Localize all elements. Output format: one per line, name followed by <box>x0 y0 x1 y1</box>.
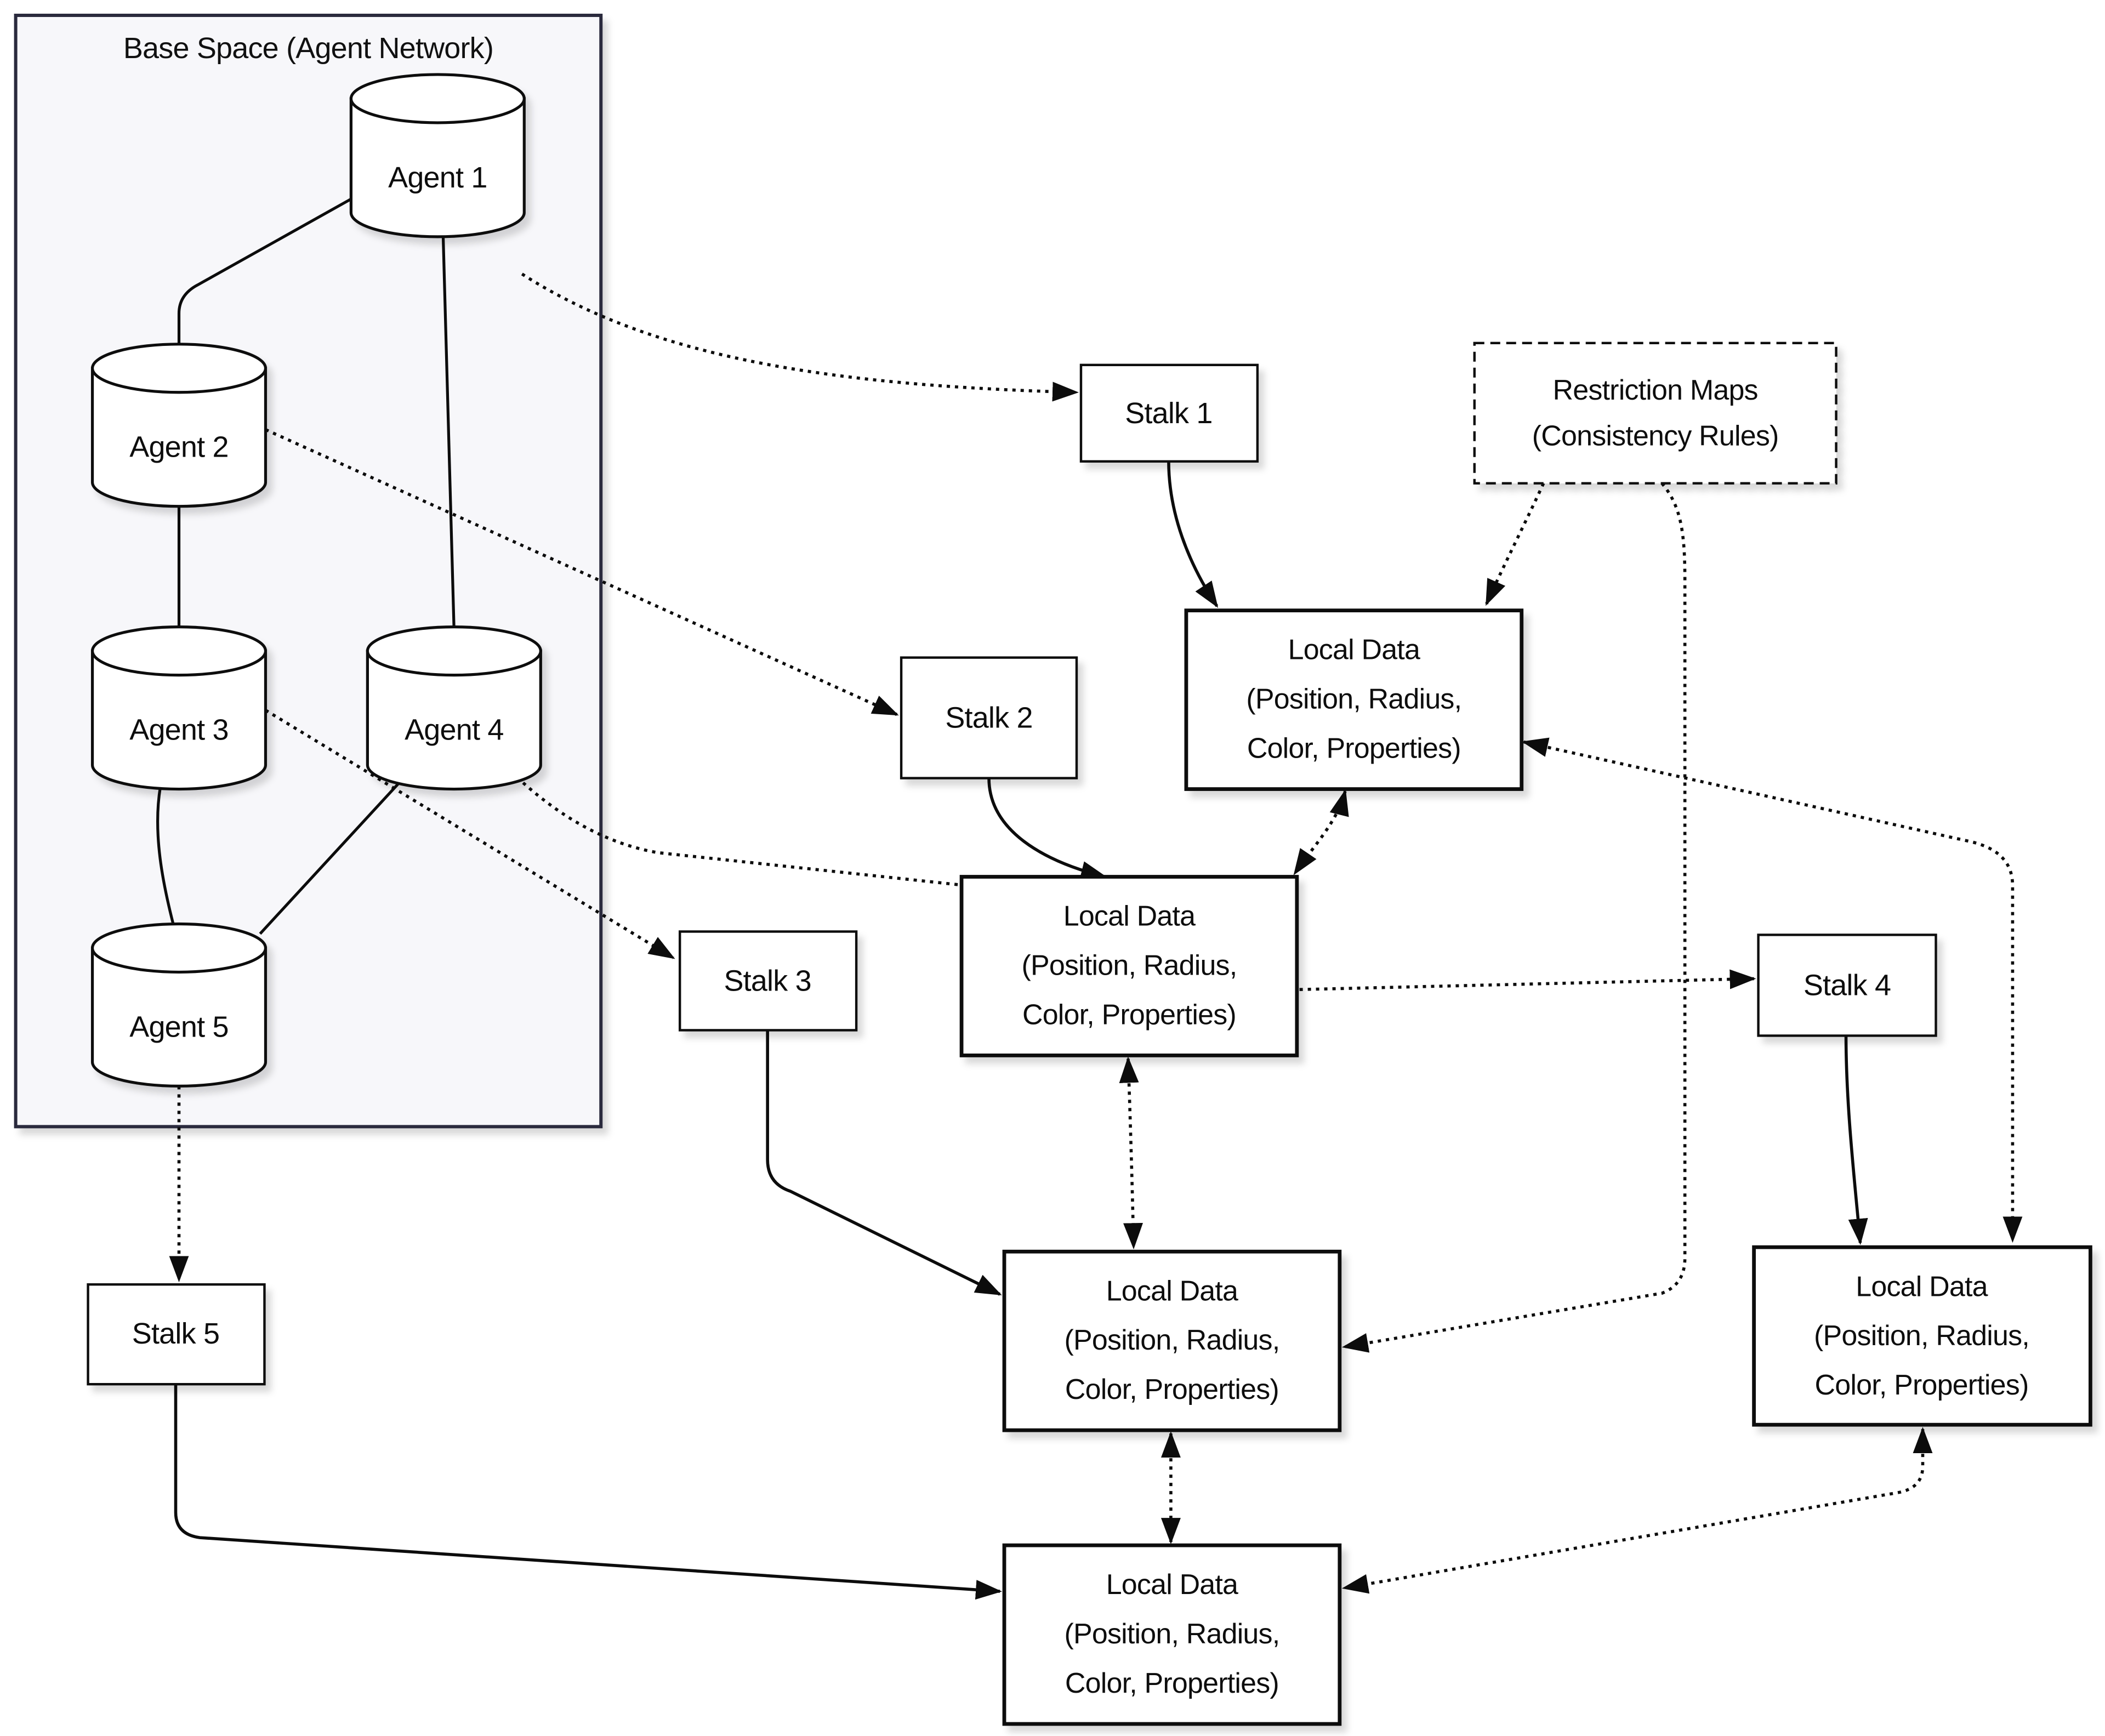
link-localdata4-localdata5 <box>1341 1427 1933 1594</box>
cylinder-shape <box>90 946 268 1088</box>
stalk-4-box <box>1757 934 1937 1037</box>
arrow-stalk3-localdata3 <box>766 1030 1002 1296</box>
local-data-1-box <box>1184 608 1524 791</box>
cylinder-top <box>366 625 542 677</box>
local-data-4-node: Local Data (Position, Radius, Color, Pro… <box>1752 1245 2092 1427</box>
stalk-5-label: Stalk 5 <box>132 1317 219 1350</box>
stalk-2-box <box>900 656 1078 779</box>
cylinder-shape <box>90 367 268 508</box>
stalk-3-label: Stalk 3 <box>724 964 811 997</box>
local-data-5-node: Local Data (Position, Radius, Color, Pro… <box>1002 1543 1342 1726</box>
cylinder-top <box>90 625 268 677</box>
stalk-3-node: Stalk 3 <box>679 930 858 1032</box>
cylinder-top <box>90 343 268 394</box>
arrow-agent1-stalk1 <box>521 272 1079 402</box>
local-data-4-box <box>1752 1245 2092 1427</box>
stalk-1-box <box>1079 363 1259 463</box>
stalk-1-label: Stalk 1 <box>1125 397 1212 430</box>
arrow-stalk2-localdata2 <box>987 778 1107 881</box>
local-data-5-line2: (Position, Radius, <box>1064 1618 1279 1650</box>
local-data-1-line2: (Position, Radius, <box>1246 684 1461 715</box>
arrow-restrictionmaps-localdata3 <box>1341 482 1687 1353</box>
local-data-2-line3: Color, Properties) <box>1022 999 1236 1031</box>
restriction-maps-box <box>1473 341 1837 485</box>
arrow-stalk1-localdata1 <box>1167 461 1219 608</box>
local-data-3-box <box>1002 1249 1342 1432</box>
cylinder-top <box>90 922 268 974</box>
local-data-1-node: Local Data (Position, Radius, Color, Pro… <box>1184 608 1524 791</box>
agent-5-node: Agent 5 <box>90 922 268 1088</box>
local-data-2-line2: (Position, Radius, <box>1022 949 1237 981</box>
edge-agent3-agent5 <box>156 787 177 930</box>
restriction-maps-line2: (Consistency Rules) <box>1532 420 1779 452</box>
stalk-4-node: Stalk 4 <box>1757 934 1937 1037</box>
stalk-2-label: Stalk 2 <box>945 702 1032 735</box>
agent-3-label: Agent 3 <box>129 714 228 747</box>
stalk-4-label: Stalk 4 <box>1804 969 1891 1001</box>
local-data-3-node: Local Data (Position, Radius, Color, Pro… <box>1002 1249 1342 1432</box>
local-data-1-line3: Color, Properties) <box>1247 733 1461 765</box>
stalk-5-node: Stalk 5 <box>87 1283 266 1386</box>
agent-1-label: Agent 1 <box>388 161 487 194</box>
edge-agent1-agent4 <box>441 234 456 631</box>
stalk-5-box <box>87 1283 266 1386</box>
restriction-maps-line1: Restriction Maps <box>1553 374 1758 406</box>
agent-5-label: Agent 5 <box>129 1010 228 1043</box>
local-data-2-box <box>959 875 1299 1057</box>
cylinder-shape <box>90 650 268 791</box>
local-data-2-line1: Local Data <box>1063 900 1196 932</box>
agent-4-node: Agent 4 <box>366 625 542 791</box>
edge-layer <box>156 191 2023 1600</box>
local-data-4-line3: Color, Properties) <box>1815 1369 2029 1401</box>
arrow-agent3-stalk3 <box>264 709 675 959</box>
local-data-5-box <box>1002 1543 1342 1726</box>
arrow-stalk4-localdata4 <box>1844 1035 1868 1245</box>
arrow-stalk5-localdata5 <box>174 1384 1003 1600</box>
stalk-2-node: Stalk 2 <box>900 656 1078 779</box>
local-data-3-line1: Local Data <box>1106 1275 1238 1307</box>
local-data-4-line1: Local Data <box>1856 1271 1988 1302</box>
restriction-maps-node: Restriction Maps (Consistency Rules) <box>1473 341 1837 485</box>
stalk-1-node: Stalk 1 <box>1079 363 1259 463</box>
agent-2-node: Agent 2 <box>90 343 268 508</box>
local-data-3-line2: (Position, Radius, <box>1064 1324 1279 1356</box>
base-space-title: Base Space (Agent Network) <box>123 32 493 65</box>
cylinder-shape <box>366 650 542 791</box>
link-localdata2-localdata3 <box>1119 1056 1143 1250</box>
local-data-5-line1: Local Data <box>1106 1569 1238 1601</box>
edge-agent1-agent2 <box>177 191 363 349</box>
agent-4-label: Agent 4 <box>405 714 503 747</box>
agent-3-node: Agent 3 <box>90 625 268 791</box>
local-data-2-node: Local Data (Position, Radius, Color, Pro… <box>959 875 1299 1057</box>
local-data-5-line3: Color, Properties) <box>1065 1667 1279 1699</box>
edge-agent4-agent5 <box>259 779 403 935</box>
cylinder-shape <box>349 97 526 238</box>
agent-1-node: Agent 1 <box>349 73 526 238</box>
local-data-4-line2: (Position, Radius, <box>1814 1320 2029 1352</box>
local-data-1-line1: Local Data <box>1288 634 1420 666</box>
arrow-restrictionmaps-localdata1 <box>1485 482 1545 606</box>
stalk-3-box <box>679 930 858 1032</box>
link-localdata1-localdata2 <box>1293 789 1349 875</box>
cylinder-top <box>349 73 526 124</box>
link-localdata1-localdata4 <box>1521 737 2023 1243</box>
agent-2-label: Agent 2 <box>129 431 228 464</box>
local-data-3-line3: Color, Properties) <box>1065 1374 1279 1405</box>
arrow-agent2-stalk2 <box>265 428 899 716</box>
